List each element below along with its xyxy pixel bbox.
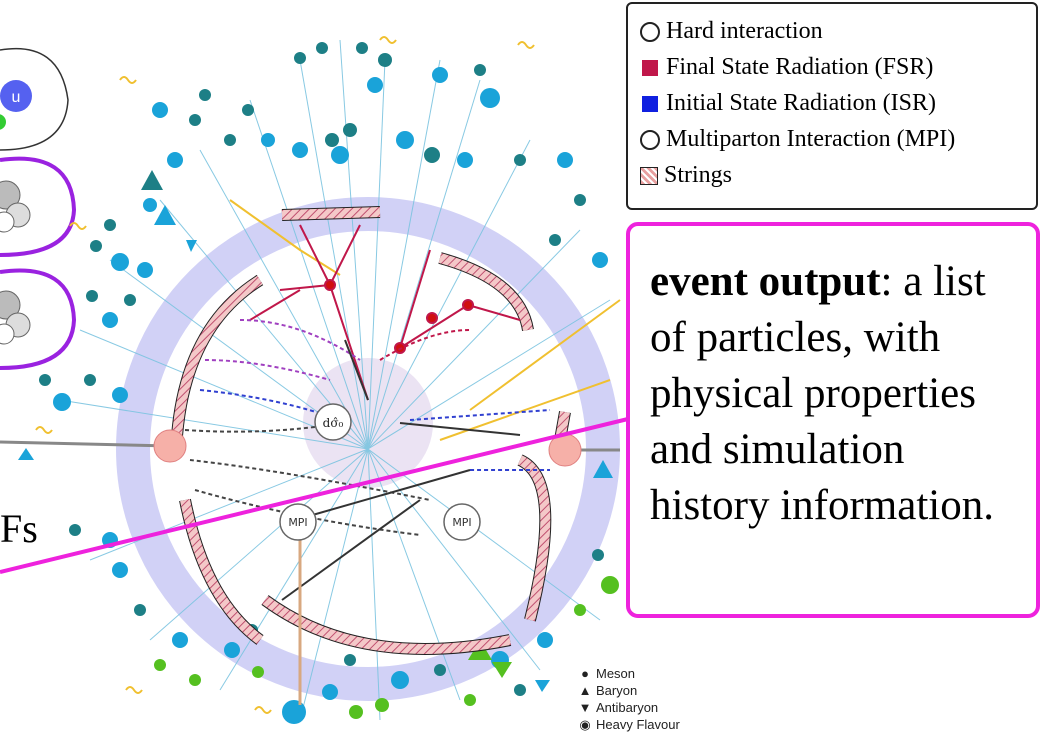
hadron-legend-meson: ●Meson [578, 665, 680, 682]
hadron-type-legend: ●Meson ▲Baryon ▼Antibaryon ◉Heavy Flavou… [578, 665, 680, 733]
meson-icon: ● [581, 666, 589, 681]
left-partial-label: Fs [0, 506, 38, 551]
callout-bold-term: event output [650, 258, 881, 305]
hatched-square-icon [640, 166, 658, 185]
incoming-beam-left [0, 440, 171, 448]
mpi-vertex-right [443, 503, 481, 541]
particle-rays [59, 39, 611, 721]
beam-remnant-left [153, 429, 187, 463]
baryon-icon: ▲ [578, 683, 592, 698]
callout-text: : a list of particles, with physical pro… [650, 258, 994, 529]
legend-item-strings: Strings [640, 162, 732, 189]
hadron-legend-antibaryon: ▼Antibaryon [578, 700, 659, 715]
string-segments [170, 206, 571, 655]
hadron-legend-baryon: ▲Baryon [578, 683, 638, 698]
parton-lines [281, 339, 521, 601]
fsr-branches [249, 224, 521, 401]
callout-pointer-line [0, 416, 633, 574]
red-square-icon [642, 59, 658, 76]
open-circle-icon [640, 21, 660, 42]
hadron-legend-heavy-flavour: ◉Heavy Flavour [579, 716, 680, 733]
svg-text:MPI: MPI [288, 516, 307, 529]
left-proton-fragment: u [0, 47, 77, 370]
blue-square-icon [642, 95, 658, 112]
svg-text:dσ̂₀: dσ̂₀ [323, 416, 344, 430]
diagram-legend: Hard interaction Final State Radiation (… [626, 2, 1038, 210]
quark-u-icon [0, 80, 32, 112]
mpi-vertex-left [279, 503, 317, 541]
event-output-callout: event output: a list of particles, with … [626, 222, 1040, 618]
legend-item-fsr: Final State Radiation (FSR) [640, 54, 933, 81]
hard-interaction-vertex [314, 403, 352, 441]
svg-text:MPI: MPI [452, 516, 471, 529]
heavy-flavour-icon: ◉ [579, 716, 591, 732]
legend-item-isr: Initial State Radiation (ISR) [640, 90, 936, 117]
open-circle-icon [640, 129, 660, 150]
legend-item-hard: Hard interaction [640, 18, 823, 45]
antibaryon-icon: ▼ [578, 700, 592, 715]
svg-text:u: u [12, 89, 21, 106]
legend-item-mpi: Multiparton Interaction (MPI) [640, 126, 955, 153]
